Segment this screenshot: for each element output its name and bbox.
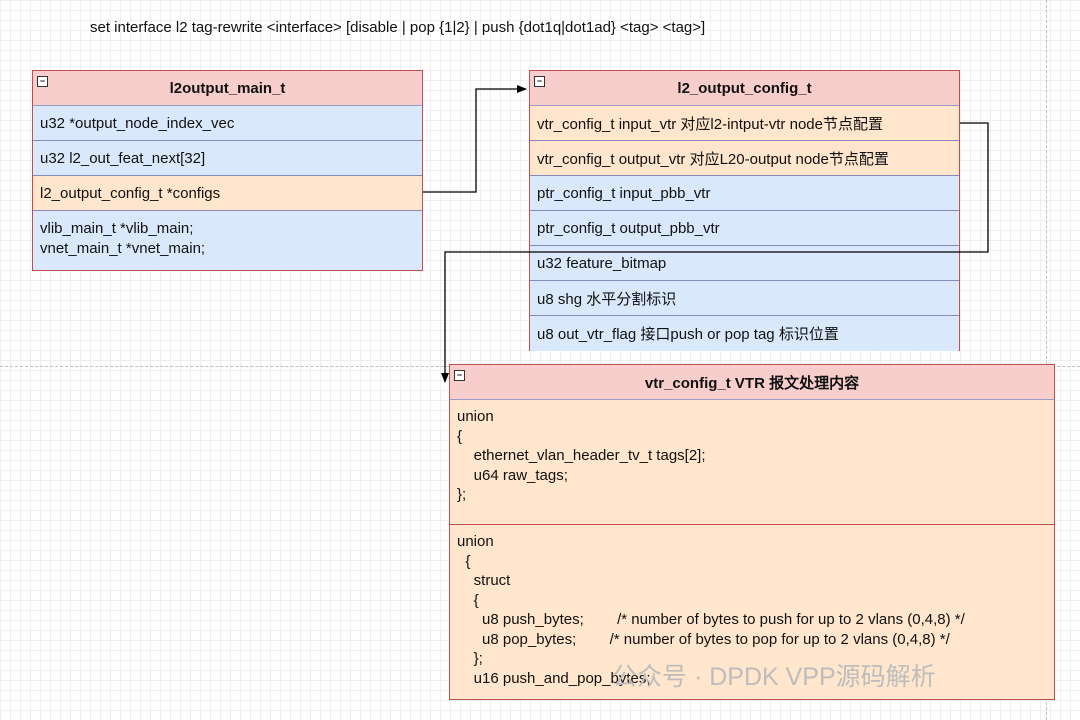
field-output-vtr[interactable]: vtr_config_t output_vtr 对应L20-output nod…: [530, 141, 959, 176]
collapse-icon[interactable]: −: [534, 76, 545, 87]
field-out-vtr-flag[interactable]: u8 out_vtr_flag 接口push or pop tag 标识位置: [530, 316, 959, 351]
l2output-main-header: − l2output_main_t: [33, 71, 422, 106]
vtr-tags-union[interactable]: union { ethernet_vlan_header_tv_t tags[2…: [450, 400, 1054, 525]
vtr-bytes-union[interactable]: union { struct { u8 push_bytes; /* numbe…: [457, 533, 965, 687]
field-vnet-main: vnet_main_t *vnet_main;: [40, 240, 206, 257]
field-vlib-main: vlib_main_t *vlib_main;: [40, 220, 194, 237]
watermark-text: 公众号 · DPDK VPP源码解析: [612, 663, 936, 691]
field-output-pbb-vtr[interactable]: ptr_config_t output_pbb_vtr: [530, 211, 959, 246]
l2output-main-title: l2output_main_t: [169, 79, 286, 97]
command-caption: set interface l2 tag-rewrite <interface>…: [90, 19, 706, 36]
field-output-node-index-vec[interactable]: u32 *output_node_index_vec: [33, 106, 422, 141]
collapse-icon[interactable]: −: [454, 370, 465, 381]
field-configs[interactable]: l2_output_config_t *configs: [33, 176, 422, 211]
l2-output-config-title: l2_output_config_t: [677, 79, 812, 97]
field-vlib-vnet-main[interactable]: vlib_main_t *vlib_main; vnet_main_t *vne…: [33, 211, 422, 259]
page-guide-vertical: [1046, 0, 1047, 720]
field-input-vtr[interactable]: vtr_config_t input_vtr 对应l2-intput-vtr n…: [530, 106, 959, 141]
field-l2-out-feat-next[interactable]: u32 l2_out_feat_next[32]: [33, 141, 422, 176]
l2-output-config-struct[interactable]: − l2_output_config_t vtr_config_t input_…: [529, 70, 960, 351]
field-input-pbb-vtr[interactable]: ptr_config_t input_pbb_vtr: [530, 176, 959, 211]
l2-output-config-header: − l2_output_config_t: [530, 71, 959, 106]
vtr-config-header: − vtr_config_t VTR 报文处理内容: [450, 365, 1054, 400]
collapse-icon[interactable]: −: [37, 76, 48, 87]
l2output-main-struct[interactable]: − l2output_main_t u32 *output_node_index…: [32, 70, 423, 271]
configs-to-l2-output-config-arrow: [423, 85, 527, 193]
vtr-config-struct[interactable]: − vtr_config_t VTR 报文处理内容 union { ethern…: [449, 364, 1055, 700]
vtr-config-title: vtr_config_t VTR 报文处理内容: [644, 374, 860, 392]
field-feature-bitmap[interactable]: u32 feature_bitmap: [530, 246, 959, 281]
field-shg[interactable]: u8 shg 水平分割标识: [530, 281, 959, 316]
